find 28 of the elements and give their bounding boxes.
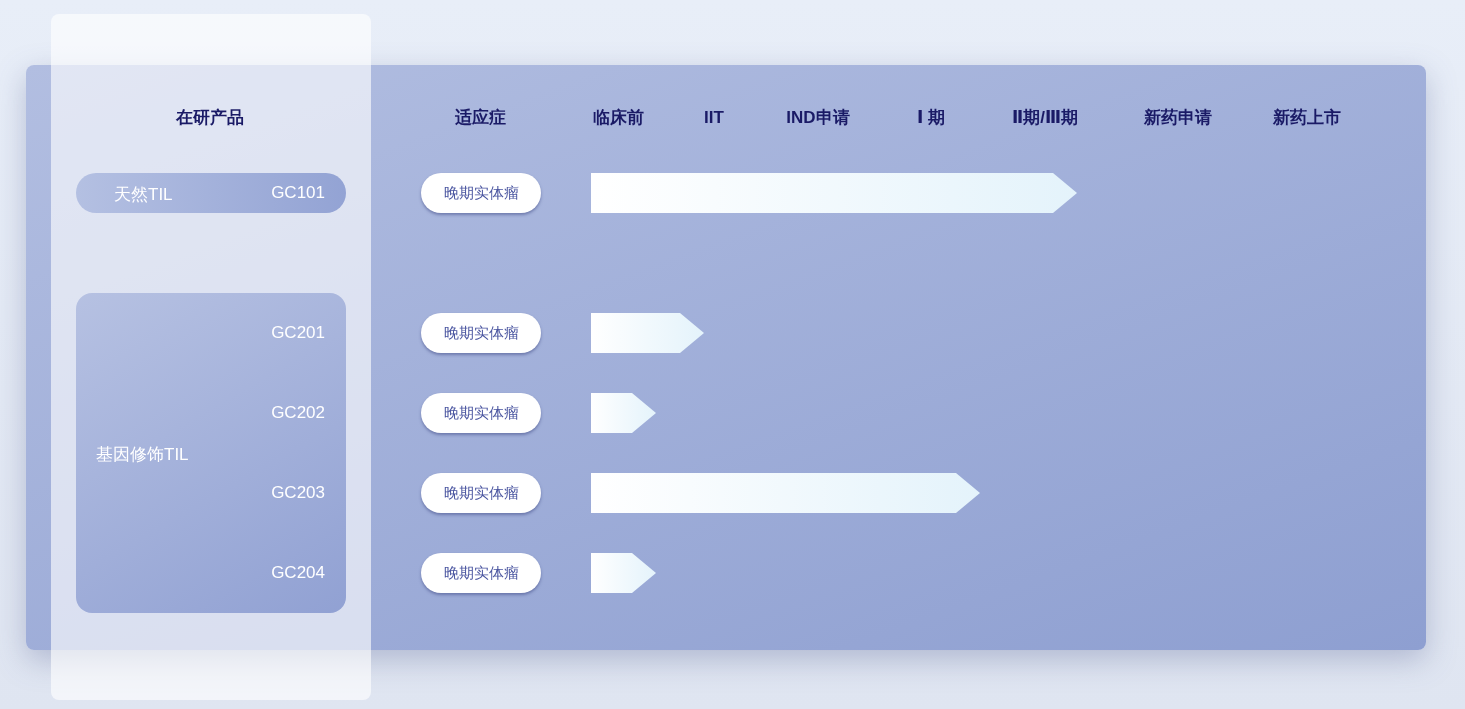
product-code: GC203: [271, 483, 325, 503]
stage-progress-bar: [591, 393, 656, 433]
column-header: 在研产品: [176, 107, 244, 129]
product-code: GC204: [271, 563, 325, 583]
indication-pill: 晚期实体瘤: [421, 553, 541, 593]
column-header: Ⅰ 期: [916, 107, 946, 129]
column-header: 适应症: [454, 107, 506, 129]
indication-pill: 晚期实体瘤: [421, 173, 541, 213]
column-header: Ⅱ期/Ⅲ期: [1012, 107, 1078, 129]
category-label: 天然TIL: [114, 184, 173, 206]
category-label: 基因修饰TIL: [96, 444, 189, 466]
indication-pill: 晚期实体瘤: [421, 313, 541, 353]
indication-pill: 晚期实体瘤: [421, 473, 541, 513]
indication-pill: 晚期实体瘤: [421, 393, 541, 433]
product-pill: [76, 173, 346, 213]
stage-progress-bar: [591, 553, 656, 593]
stage-progress-bar: [591, 313, 704, 353]
column-header: IND申请: [786, 107, 850, 129]
product-code: GC201: [271, 323, 325, 343]
group-panel: [76, 293, 346, 613]
column-header: IIT: [704, 107, 724, 129]
product-code: GC101: [271, 183, 325, 203]
column-header: 新药申请: [1144, 107, 1212, 129]
column-header: 临床前: [592, 107, 644, 129]
stage-progress-bar: [591, 473, 980, 513]
stage-progress-bar: [591, 173, 1077, 213]
column-header: 新药上市: [1273, 107, 1341, 129]
product-code: GC202: [271, 403, 325, 423]
